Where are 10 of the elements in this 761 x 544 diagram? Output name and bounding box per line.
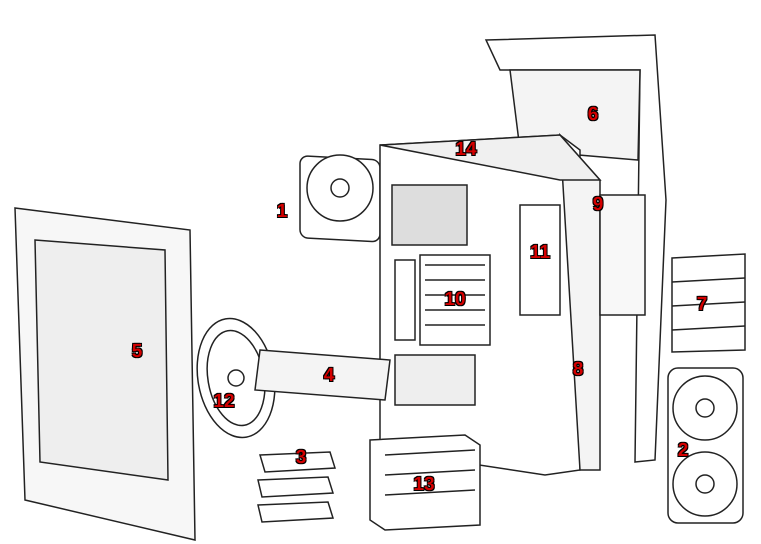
callout-number: 2 [678,441,688,461]
callout-number: 12 [213,392,235,412]
callout-number: 6 [588,105,598,125]
callout-number: 11 [530,243,550,263]
callout-number: 5 [132,342,142,362]
callout-number: 13 [413,475,435,495]
callout-number: 1 [276,202,288,222]
callout-number: 10 [444,290,466,310]
callout-number: 14 [455,140,477,160]
callout-number: 4 [324,366,334,386]
